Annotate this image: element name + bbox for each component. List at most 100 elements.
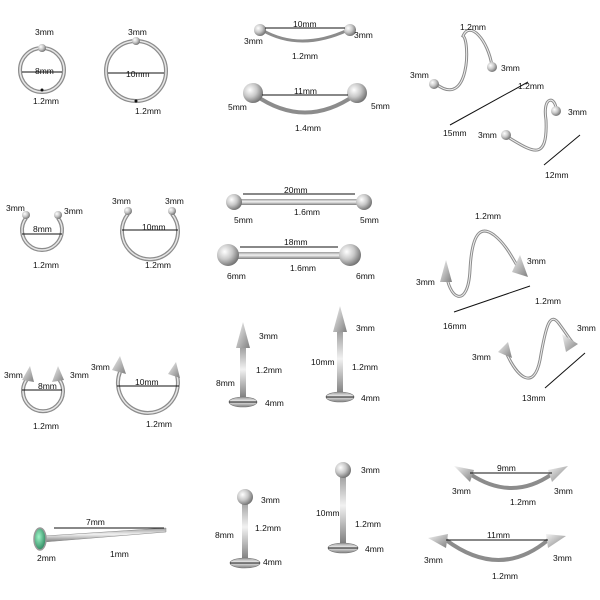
spike-curved-barbell-9mm — [454, 466, 568, 490]
nose-stud-7mm — [33, 527, 167, 551]
r3c3a-top-label: 3mm — [259, 331, 278, 341]
r2c4a-left-label: 3mm — [416, 277, 435, 287]
ball-labret-8mm — [229, 489, 261, 569]
captive-ring-8mm — [18, 44, 66, 94]
r2c3b-left-label: 6mm — [227, 271, 246, 281]
horseshoe-8mm — [20, 211, 64, 252]
r4c4a-right-label: 3mm — [554, 486, 573, 496]
spiral-spike-13mm — [498, 317, 586, 389]
r3c2-diameter-label: 10mm — [135, 377, 159, 387]
r4c3-gauge-label: 1.2mm — [355, 519, 381, 529]
spiral-twist-12mm — [501, 98, 581, 166]
spike-horseshoe-8mm — [21, 366, 65, 414]
r4c2-top-label: 3mm — [261, 495, 280, 505]
r2c3b-length-label: 18mm — [284, 237, 308, 247]
r1c3b-length-label: 11mm — [294, 86, 317, 96]
r3c2-left-label: 3mm — [91, 362, 110, 372]
r1c3a-left-label: 3mm — [244, 36, 263, 46]
r3c3b-top-label: 3mm — [356, 323, 375, 333]
r1c3b-gauge-label: 1.4mm — [295, 123, 321, 133]
r4c1-gem-label: 2mm — [37, 553, 56, 563]
r1c1-ball-label: 3mm — [35, 27, 54, 37]
r1c3b-left-label: 5mm — [228, 102, 247, 112]
r2c4a-right-label: 3mm — [527, 256, 546, 266]
r2c3a-right-label: 5mm — [360, 215, 379, 225]
r2c3a-left-label: 5mm — [234, 215, 253, 225]
r4c4b-right-label: 3mm — [553, 553, 572, 563]
r2c4b-top-label: 1.2mm — [535, 296, 561, 306]
curved-barbell-11mm — [243, 83, 367, 115]
r1c1-diameter-label: 8mm — [35, 66, 54, 76]
r2c4a-length-label: 16mm — [443, 321, 467, 331]
spike-labret-8mm — [228, 322, 258, 408]
r4c3-disc-label: 4mm — [365, 544, 384, 554]
r4c4b-gauge-label: 1.2mm — [492, 571, 518, 581]
r1c2-diameter-label: 10mm — [126, 69, 150, 79]
r2c2-gauge-label: 1.2mm — [145, 260, 171, 270]
r1c4b-left-label: 3mm — [478, 130, 497, 140]
r4c4b-left-label: 3mm — [424, 555, 443, 565]
r1c2-ball-label: 3mm — [128, 27, 147, 37]
r1c4a-left-label: 3mm — [410, 70, 429, 80]
r3c1-gauge-label: 1.2mm — [33, 421, 59, 431]
r1c4b-length-label: 12mm — [545, 170, 569, 180]
r1c3b-right-label: 5mm — [371, 101, 390, 111]
r1c3a-length-label: 10mm — [293, 19, 317, 29]
r3c3b-disc-label: 4mm — [361, 393, 380, 403]
r4c4a-left-label: 3mm — [452, 486, 471, 496]
r3c3a-length-label: 8mm — [216, 378, 235, 388]
r2c3b-gauge-label: 1.6mm — [290, 263, 316, 273]
r1c1-gauge-label: 1.2mm — [33, 96, 59, 106]
r2c2-left-label: 3mm — [112, 196, 131, 206]
r2c2-right-label: 3mm — [165, 196, 184, 206]
ball-labret-10mm — [327, 462, 359, 554]
r3c1-left-label: 3mm — [4, 370, 23, 380]
r1c3a-gauge-label: 1.2mm — [292, 51, 318, 61]
r1c3a-right-label: 3mm — [354, 30, 373, 40]
r2c4a-top-label: 1.2mm — [475, 211, 501, 221]
spike-horseshoe-10mm — [112, 356, 180, 415]
spiral-spike-16mm — [440, 229, 531, 313]
r2c1-diameter-label: 8mm — [33, 224, 52, 234]
r4c2-length-label: 8mm — [215, 530, 234, 540]
r1c2-gauge-label: 1.2mm — [135, 106, 161, 116]
r4c2-gauge-label: 1.2mm — [255, 523, 281, 533]
r1c4b-right-label: 3mm — [568, 107, 587, 117]
r3c3a-gauge-label: 1.2mm — [256, 365, 282, 375]
r4c1-gauge-label: 1mm — [110, 549, 129, 559]
spike-labret-10mm — [325, 306, 355, 403]
r2c4b-right-label: 3mm — [577, 323, 596, 333]
captive-ring-10mm — [104, 37, 168, 103]
r3c3a-disc-label: 4mm — [265, 398, 284, 408]
r2c4b-left-label: 3mm — [472, 352, 491, 362]
r4c3-length-label: 10mm — [316, 508, 340, 518]
r2c3a-gauge-label: 1.6mm — [294, 207, 320, 217]
r4c1-length-label: 7mm — [86, 517, 105, 527]
r2c3b-right-label: 6mm — [356, 271, 375, 281]
r2c4b-length-label: 13mm — [522, 393, 546, 403]
r1c4a-top-label: 1.2mm — [460, 22, 486, 32]
r3c1-diameter-label: 8mm — [38, 381, 57, 391]
r2c1-gauge-label: 1.2mm — [33, 260, 59, 270]
horseshoe-10mm — [120, 207, 180, 262]
r2c3a-length-label: 20mm — [284, 185, 308, 195]
r3c3b-length-label: 10mm — [311, 357, 335, 367]
spike-curved-barbell-11mm — [428, 534, 566, 562]
straight-barbell-18mm — [217, 244, 361, 266]
r1c4b-top-label: 1.2mm — [518, 81, 544, 91]
r4c3-top-label: 3mm — [361, 465, 380, 475]
r1c4a-right-label: 3mm — [501, 63, 520, 73]
straight-barbell-20mm — [226, 193, 372, 210]
r3c3b-gauge-label: 1.2mm — [352, 362, 378, 372]
r3c1-right-label: 3mm — [70, 370, 89, 380]
spiral-twist-15mm — [429, 28, 529, 126]
r4c4a-gauge-label: 1.2mm — [510, 497, 536, 507]
curved-barbell-10mm — [254, 24, 356, 43]
r4c4b-length-label: 11mm — [487, 530, 510, 540]
r4c2-disc-label: 4mm — [263, 557, 282, 567]
r1c4a-length-label: 15mm — [443, 128, 467, 138]
r2c1-left-label: 3mm — [6, 203, 25, 213]
r4c4a-length-label: 9mm — [497, 463, 516, 473]
